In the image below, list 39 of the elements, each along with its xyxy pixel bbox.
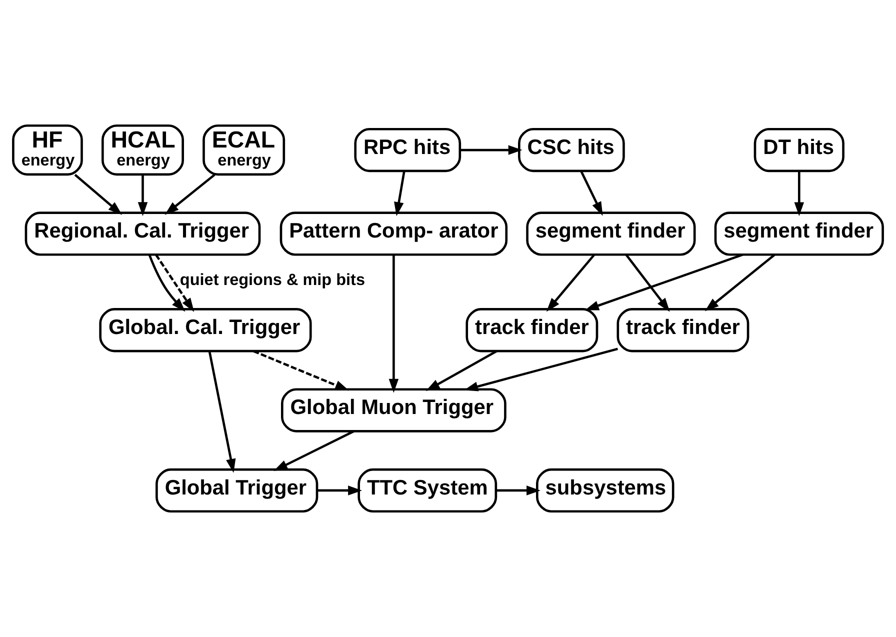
node-box: Pattern Comp- arator (280, 212, 508, 256)
arrow (74, 174, 122, 215)
node-box: HF energy (12, 124, 83, 176)
node-box: track finder (466, 308, 598, 352)
arrow (496, 486, 540, 496)
node-box: ECAL energy (202, 124, 286, 176)
node-box: Global Muon Trigger (281, 388, 506, 432)
arrow (704, 254, 776, 312)
node-box: segment finder (526, 212, 696, 256)
node-box: segment finder (714, 212, 884, 256)
edge-label: quiet regions & mip bits (180, 271, 366, 290)
arrow (625, 254, 670, 312)
arrow (253, 350, 350, 391)
arrow (464, 348, 618, 392)
arrow (546, 254, 596, 312)
node-box: CSC hits (518, 128, 625, 172)
arrow (208, 351, 236, 473)
node-box: Regional. Cal. Trigger (24, 212, 261, 256)
node-box: DT hits (754, 128, 844, 172)
node-box: TTC System (358, 468, 498, 513)
arrow (388, 254, 399, 393)
arrow (317, 486, 362, 496)
arrow (138, 174, 148, 216)
arrow (584, 254, 744, 310)
arrow (394, 171, 406, 216)
arrow (460, 145, 522, 155)
node-box: HCAL energy (102, 124, 184, 176)
arrow (794, 171, 804, 216)
arrow (155, 254, 194, 312)
arrow (274, 430, 354, 472)
node-box: Global. Cal. Trigger (99, 308, 312, 352)
arrow (426, 350, 498, 392)
node-box: Global Trigger (156, 468, 318, 513)
node-box: subsystems (536, 468, 674, 513)
arrow (164, 174, 216, 215)
arrow (148, 254, 186, 312)
node-box: RPC hits (354, 128, 462, 172)
node-box: track finder (616, 308, 750, 352)
arrow (580, 170, 603, 216)
